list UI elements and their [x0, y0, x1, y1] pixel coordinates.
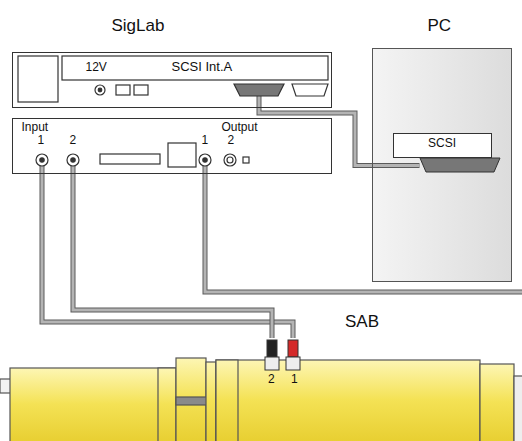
probe-2 — [265, 340, 279, 370]
cable-core — [73, 160, 272, 338]
unit-title: PC — [428, 16, 452, 36]
channel-numbers: 1 2 — [202, 134, 235, 148]
siglab-unit: SigLab12VSCSI Int.A — [12, 52, 332, 108]
socket-label: SCSI Int.A — [172, 60, 233, 75]
unit-title: SigLab — [112, 16, 165, 36]
cable-outline — [42, 160, 293, 338]
siglab-io-unit: Input1 2Output1 2 — [12, 118, 332, 174]
probe-1 — [286, 340, 300, 370]
pc-scsi-socket — [420, 158, 500, 172]
probe-number: 2 — [268, 373, 275, 387]
output-cable — [205, 160, 522, 292]
signal-cable — [42, 160, 293, 338]
cable-outline — [73, 160, 272, 338]
channel-numbers: 1 2 — [38, 134, 77, 148]
probe-number: 1 — [291, 373, 298, 387]
cable-core — [42, 160, 293, 338]
sab-unit: SAB — [0, 338, 522, 441]
siglab-io-panel — [36, 143, 249, 167]
panel-label: Input — [22, 121, 49, 135]
signal-cable — [73, 160, 272, 338]
unit-title: SAB — [345, 312, 379, 332]
card-label: SCSI — [394, 137, 491, 151]
sab-motor — [0, 358, 522, 441]
socket-label: 12V — [86, 61, 107, 75]
panel-label: Output — [222, 121, 258, 135]
scsi-card: SCSI — [393, 133, 492, 158]
siglab-top-panel — [18, 56, 328, 102]
pc-case: PCSCSI — [372, 48, 512, 282]
